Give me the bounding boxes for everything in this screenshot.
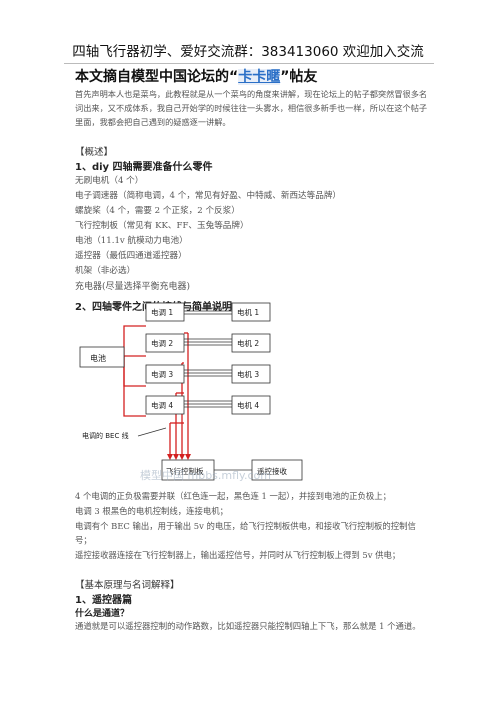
motor-label-2: 电机 2 (237, 338, 259, 348)
question-heading: 什么是通道？ (75, 609, 130, 619)
title-prefix: 本文摘自模型中国论坛的“ (75, 69, 239, 85)
section1-heading: 1、diy 四轴需要准备什么零件 (75, 162, 213, 173)
note-line: 遥控接收器连接在飞行控制器上，输出遥控信号，并同时从飞行控制板上得到 5v 供电… (75, 550, 401, 560)
list-item: 遥控器（最低四通道遥控器） (75, 251, 187, 261)
motor-label-1: 电机 1 (237, 307, 259, 317)
esc-label-2: 电调 2 (151, 338, 173, 348)
list-item: 机架（非必选） (75, 266, 136, 276)
article-title: 本文摘自模型中国论坛的“卡卡暱”帖友 (75, 66, 317, 86)
motor-label-3: 电机 3 (237, 369, 259, 379)
esc-box-4 (145, 395, 185, 415)
esc-label-4: 电调 4 (151, 400, 173, 410)
list-item: 电池（11.1v 航模动力电池） (75, 236, 188, 246)
esc-label-1: 电调 1 (151, 307, 173, 317)
esc-box-1 (145, 302, 185, 322)
note-line: 电调有个 BEC 输出，用于输出 5v 的电压，给飞行控制板供电，和接收飞行控制… (75, 521, 416, 545)
note-line: 4 个电调的正负极需要并联（红色连一起，黑色连 1 一起），并接到电池的正负极上… (75, 491, 391, 501)
bec-wire-label: 电调的 BEC 线 (82, 431, 129, 440)
section3-heading: 1、遥控器篇 (75, 595, 132, 606)
wiring-diagram: 电池 电调 1 电调 2 电调 3 电调 4 电机 1 电机 2 电机 3 电机… (79, 302, 303, 482)
list-item: 螺旋桨（4 个，需要 2 个正浆，2 个反浆） (75, 206, 240, 216)
header-divider (64, 63, 434, 64)
overview-tag: 【概述】 (75, 147, 114, 158)
motor-box-4 (231, 395, 271, 415)
answer-text: 通道就是可以遥控器控制的动作路数，比如遥控器只能控制四轴上下飞，那么就是 1 个… (75, 621, 421, 631)
bec-pointer (137, 427, 167, 437)
watermark: 模型中国 mbbs.mfly.com (140, 468, 271, 482)
motor-box-2 (231, 333, 271, 353)
battery-box (79, 346, 125, 368)
esc-box-2 (145, 333, 185, 353)
list-item: 电子调速器（简称电调，4 个，常见有好盈、中特威、新西达等品牌） (75, 191, 342, 201)
page-header: 四轴飞行器初学、爱好交流群：383413060 欢迎加入交流 (72, 44, 424, 60)
receiver-label: 遥控接收 (257, 466, 287, 476)
basics-tag: 【基本原理与名词解释】 (75, 580, 180, 591)
motor-wires (184, 307, 232, 408)
power-wire-arrows (167, 454, 191, 460)
list-item: 飞行控制板（常见有 KK、FF、玉兔等品牌） (75, 221, 249, 231)
battery-label: 电池 (90, 353, 106, 363)
flight-controller-label: 飞行控制板 (166, 466, 204, 476)
esc-label-3: 电调 3 (151, 369, 173, 379)
receiver-box (251, 459, 303, 481)
motor-box-1 (231, 302, 271, 322)
intro-paragraph: 首先声明本人也是菜鸟，此教程就是从一个菜鸟的角度来讲解，现在论坛上的帖子都突然冒… (75, 89, 428, 127)
motor-box-3 (231, 364, 271, 384)
motor-label-4: 电机 4 (237, 400, 259, 410)
author-link[interactable]: 卡卡暱 (238, 69, 281, 85)
list-item: 无刷电机（4 个） (75, 176, 144, 186)
title-suffix: ”帖友 (280, 69, 318, 85)
esc-box-3 (145, 364, 185, 384)
list-item: 充电器(尽量选择平衡充电器) (75, 282, 191, 292)
note-line: 电调 3 根黑色的电机控制线，连接电机； (75, 506, 229, 516)
